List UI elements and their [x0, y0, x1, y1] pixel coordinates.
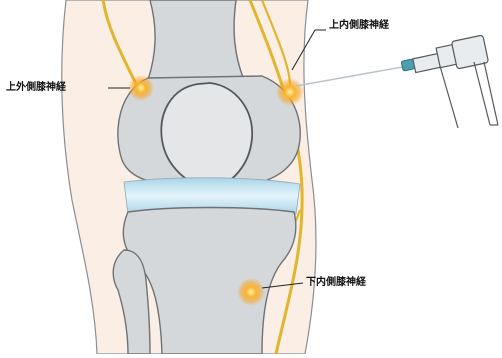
lower-medial-hotspot	[237, 278, 265, 306]
rf-needle	[296, 66, 408, 86]
label-upper-medial-genicular-nerve: 上内側膝神経	[329, 20, 389, 32]
label-upper-lateral-genicular-nerve: 上外側膝神経	[6, 82, 66, 94]
femur-shaft	[148, 0, 244, 80]
rf-probe-instrument	[413, 35, 498, 128]
label-lower-medial-genicular-nerve: 下内側膝神経	[306, 277, 366, 289]
upper-lateral-hotspot	[128, 75, 154, 101]
upper-medial-hotspot	[276, 78, 304, 106]
